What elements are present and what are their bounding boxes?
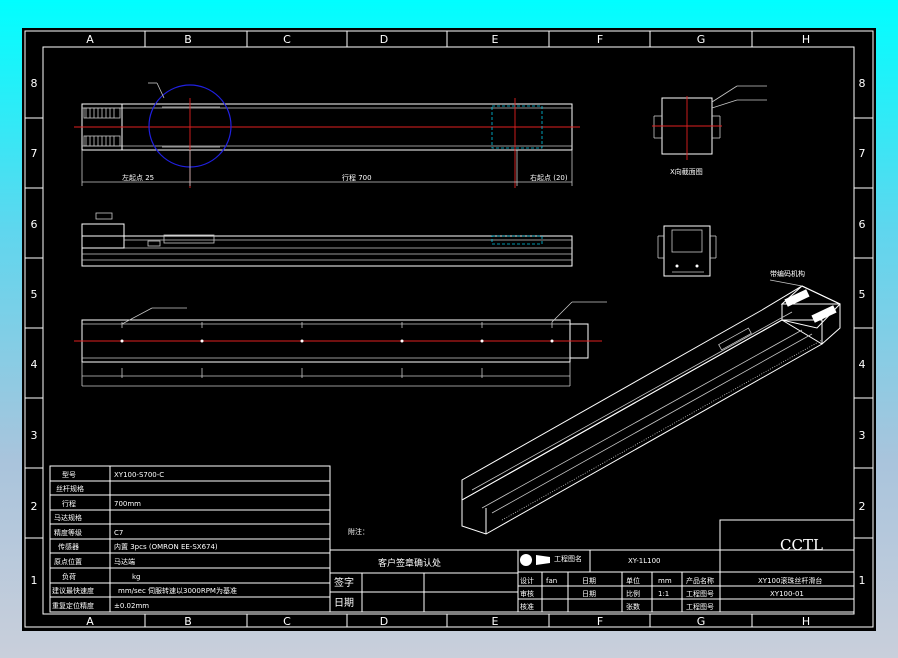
zone-row-label: 2 [859, 500, 866, 513]
zone-row-label: 5 [31, 288, 38, 301]
zone-col-label: D [380, 615, 388, 628]
date-label: 日期 [582, 577, 596, 585]
drawing-sheet: A B C D E F G H A B C D E F G H 8 7 6 5 … [24, 30, 874, 628]
dimension-label: 行程 700 [342, 173, 372, 182]
zone-row-label: 4 [31, 358, 38, 371]
zone-col-label: G [697, 615, 706, 628]
part-no-label: 工程图号 [686, 602, 714, 611]
spec-label: 马达规格 [54, 513, 82, 522]
zone-row-label: 6 [859, 218, 866, 231]
outer-border [24, 30, 874, 628]
inner-border [42, 46, 855, 615]
zone-row-label: 3 [859, 429, 866, 442]
zone-row-label: 7 [859, 147, 866, 160]
product-name: XY100滚珠丝杆滑台 [758, 576, 822, 585]
zone-col-label: E [492, 33, 499, 46]
product-code: XY100-01 [770, 590, 804, 598]
spec-label: 精度等级 [54, 528, 82, 537]
zone-col-label: C [283, 615, 291, 628]
spec-value: C7 [114, 529, 123, 537]
zone-row-label: 3 [31, 429, 38, 442]
zone-col-label: E [492, 615, 499, 628]
product-label: 产品名称 [686, 576, 714, 585]
spec-table: 型号 XY100-S700-C 丝杆规格 行程 700mm 马达规格 精度等级 … [49, 465, 331, 613]
zone-col-label: C [283, 33, 291, 46]
zone-row-label: 8 [859, 77, 866, 90]
zone-col-label: D [380, 33, 388, 46]
section-label: X向截面图 [670, 167, 703, 176]
zone-row-label: 8 [31, 77, 38, 90]
spec-value: mm/sec 伺服转速以3000RPM为基准 [118, 586, 237, 595]
customer-title: 客户签章确认处 [378, 557, 441, 569]
title-block: 工程图名 XY-1L100 设计 fan 日期 单位 mm 产品名称 审核 日期… [517, 519, 855, 613]
zone-row-label: 7 [31, 147, 38, 160]
drawing-title-label: 工程图名 [554, 554, 582, 563]
customer-signoff-block: 客户签章确认处 签字 日期 [329, 549, 519, 613]
section-view-top[interactable]: X向截面图 [652, 85, 767, 176]
spec-value: 马达端 [114, 557, 135, 566]
section-view-end[interactable] [657, 225, 717, 277]
hidden-carriage [491, 105, 543, 149]
zone-row-label: 4 [859, 358, 866, 371]
scale-value: 1:1 [658, 590, 669, 598]
zone-col-label: B [184, 33, 192, 46]
spec-label: 型号 [62, 470, 76, 479]
scale-label: 比例 [626, 589, 640, 598]
unit-value: mm [658, 577, 672, 585]
spec-value: ±0.02mm [114, 602, 149, 610]
front-view[interactable] [74, 301, 607, 387]
spec-label: 传感器 [58, 542, 79, 551]
zone-row-label: 6 [31, 218, 38, 231]
spec-label: 建议最快速度 [52, 586, 94, 595]
customer-sign-label: 签字 [334, 576, 354, 589]
zone-col-label: A [86, 615, 94, 628]
zone-col-label: B [184, 615, 192, 628]
spec-value: kg [132, 573, 141, 581]
zone-row-label: 1 [859, 574, 866, 587]
cad-viewport[interactable]: A B C D E F G H A B C D E F G H 8 7 6 5 … [22, 28, 876, 631]
spec-label: 原点位置 [54, 557, 82, 566]
customer-date-label: 日期 [334, 597, 354, 609]
spec-label: 丝杆规格 [56, 484, 84, 493]
spec-value: 内置 3pcs (OMRON EE-SX674) [114, 542, 218, 551]
iso-callout-label: 带编码机构 [770, 269, 805, 278]
unit-label: 单位 [626, 576, 640, 585]
spec-label: 负荷 [62, 572, 76, 581]
dimension-label: 右起点 (20) [530, 173, 568, 182]
design-label: 设计 [520, 576, 534, 585]
zone-row-label: 1 [31, 574, 38, 587]
side-view[interactable] [81, 212, 573, 267]
zone-col-label: H [802, 615, 810, 628]
spec-label: 行程 [62, 499, 76, 508]
isometric-view[interactable]: 带编码机构 [461, 269, 841, 535]
drawing-name-label: 工程图号 [686, 589, 714, 598]
zone-row-label: 2 [31, 500, 38, 513]
zone-col-label: H [802, 33, 810, 46]
zone-row-label: 5 [859, 288, 866, 301]
spec-value: 700mm [114, 500, 141, 508]
spec-value: XY100-S700-C [114, 471, 164, 479]
zone-col-label: A [86, 33, 94, 46]
zone-dividers [25, 31, 873, 627]
spec-label: 重复定位精度 [52, 601, 94, 610]
zone-col-label: F [597, 33, 603, 46]
note-label: 附注： [348, 527, 369, 536]
zone-col-label: G [697, 33, 706, 46]
dimension-label: 左起点 25 [122, 173, 154, 182]
sheets-label: 张数 [626, 602, 640, 611]
company-name: CCTL [780, 536, 823, 554]
top-view[interactable]: 左起点 25 行程 700 右起点 (20) [74, 82, 580, 188]
zone-col-label: F [597, 615, 603, 628]
check-label: 审核 [520, 589, 534, 598]
approve-label: 核准 [520, 602, 534, 611]
date-label-2: 日期 [582, 590, 596, 598]
designer-name: fan [546, 577, 557, 585]
drawing-number: XY-1L100 [628, 557, 660, 565]
projection-symbol [520, 554, 532, 566]
